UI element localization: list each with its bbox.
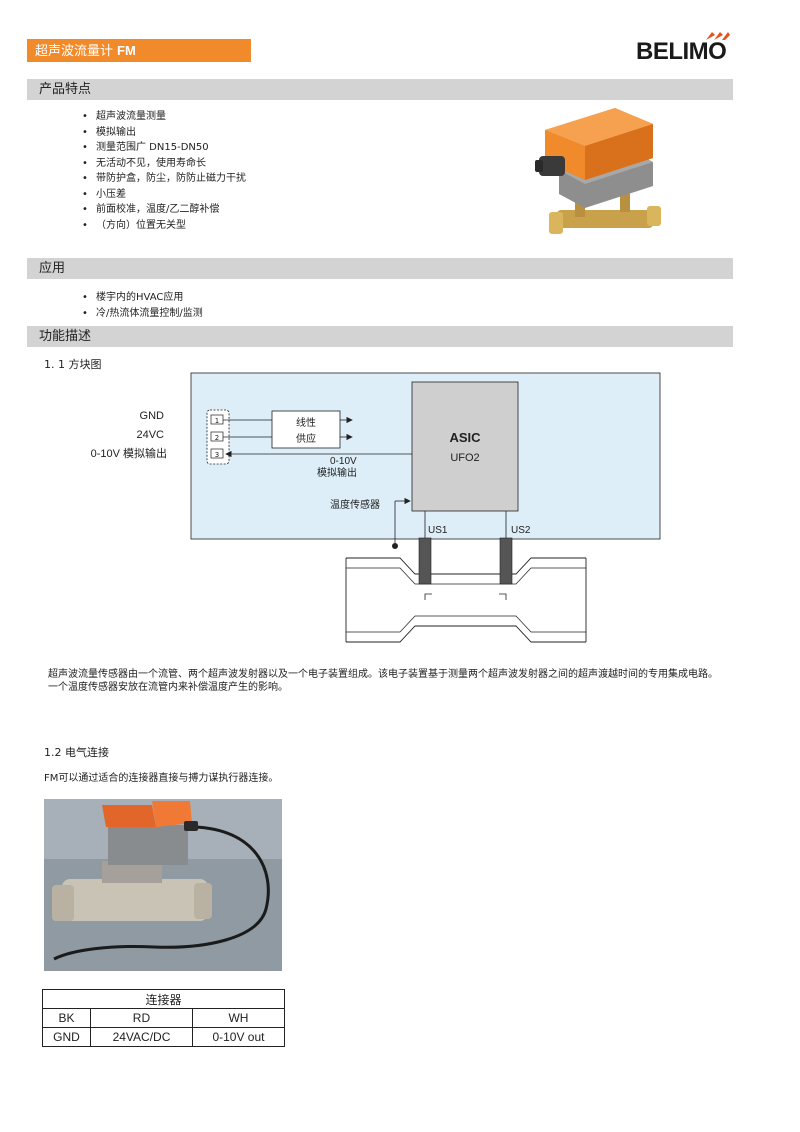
asic-label: ASIC [449, 430, 481, 445]
product-image [535, 108, 661, 234]
list-item: 带防护盒，防尘，防防止磁力干扰 [82, 171, 246, 187]
list-item: 冷/热流体流量控制/监测 [82, 306, 203, 322]
table-row: GND 24VAC/DC 0-10V out [42, 1027, 286, 1047]
table-cell: 0-10V out [191, 1027, 286, 1047]
connector-table: 连接器 BK RD WH GND 24VAC/DC 0-10V out [42, 989, 286, 1047]
title-model: FM [117, 43, 136, 58]
vc-label: 24VC [136, 429, 164, 441]
list-item: 楼宇内的HVAC应用 [82, 290, 203, 306]
electrical-text: FM可以通过适合的连接器直接与搏力谋执行器连接。 [44, 773, 279, 784]
output-label: 0-10V 模拟输出 [91, 446, 167, 460]
table-header-row: BK RD WH [42, 1008, 286, 1028]
list-item: 小压差 [82, 187, 246, 203]
brand-logo: BELIMO [636, 30, 736, 66]
gnd-label: GND [140, 410, 165, 422]
list-item: 模拟输出 [82, 125, 246, 141]
list-item: 前面校准，温度/乙二醇补偿 [82, 202, 246, 218]
analog-label: 模拟输出 [317, 466, 357, 479]
table-title: 连接器 [42, 989, 285, 1009]
table-header: WH [191, 1008, 286, 1028]
table-header: RD [89, 1008, 193, 1028]
pin-2: 2 [215, 434, 219, 442]
us1-label: US1 [428, 525, 448, 536]
description-line-2: 一个温度传感器安放在流管内来补偿温度产生的影响。 [48, 682, 288, 693]
logo-arrows-icon [706, 32, 730, 40]
supply-line1: 线性 [296, 416, 316, 429]
pin-3: 3 [215, 451, 219, 459]
list-item: 无活动不见，使用寿命长 [82, 156, 246, 172]
analog-voltage: 0-10V [330, 456, 357, 467]
list-item: 测量范围广 DN15-DN50 [82, 140, 246, 156]
table-cell: 24VAC/DC [89, 1027, 193, 1047]
applications-heading: 应用 [27, 258, 733, 279]
block-diagram: GND 24VC 0-10V 模拟输出 1 2 3 线性 供应 0-10V 模拟… [91, 372, 661, 643]
applications-list: 楼宇内的HVAC应用 冷/热流体流量控制/监测 [82, 290, 203, 321]
block-diagram-heading: 1. 1 方块图 [44, 358, 102, 371]
features-heading: 产品特点 [27, 79, 733, 100]
temp-sensor-label: 温度传感器 [330, 498, 380, 511]
us2-label: US2 [511, 525, 531, 536]
function-heading: 功能描述 [27, 326, 733, 347]
list-item: （方向）位置无关型 [82, 218, 246, 234]
table-cell: GND [42, 1027, 91, 1047]
electrical-heading: 1.2 电气连接 [44, 746, 109, 759]
pin-1: 1 [215, 417, 219, 425]
ufo-label: UFO2 [450, 452, 479, 464]
list-item: 超声波流量测量 [82, 109, 246, 125]
title-text: 超声波流量计 [35, 44, 114, 59]
supply-line2: 供应 [296, 432, 316, 445]
table-header: BK [42, 1008, 91, 1028]
connection-photo [44, 799, 282, 971]
description-line-1: 超声波流量传感器由一个流管、两个超声波发射器以及一个电子装置组成。该电子装置基于… [48, 669, 718, 680]
features-list: 超声波流量测量 模拟输出 测量范围广 DN15-DN50 无活动不见，使用寿命长… [82, 109, 246, 233]
logo-text: BELIMO [636, 38, 727, 65]
